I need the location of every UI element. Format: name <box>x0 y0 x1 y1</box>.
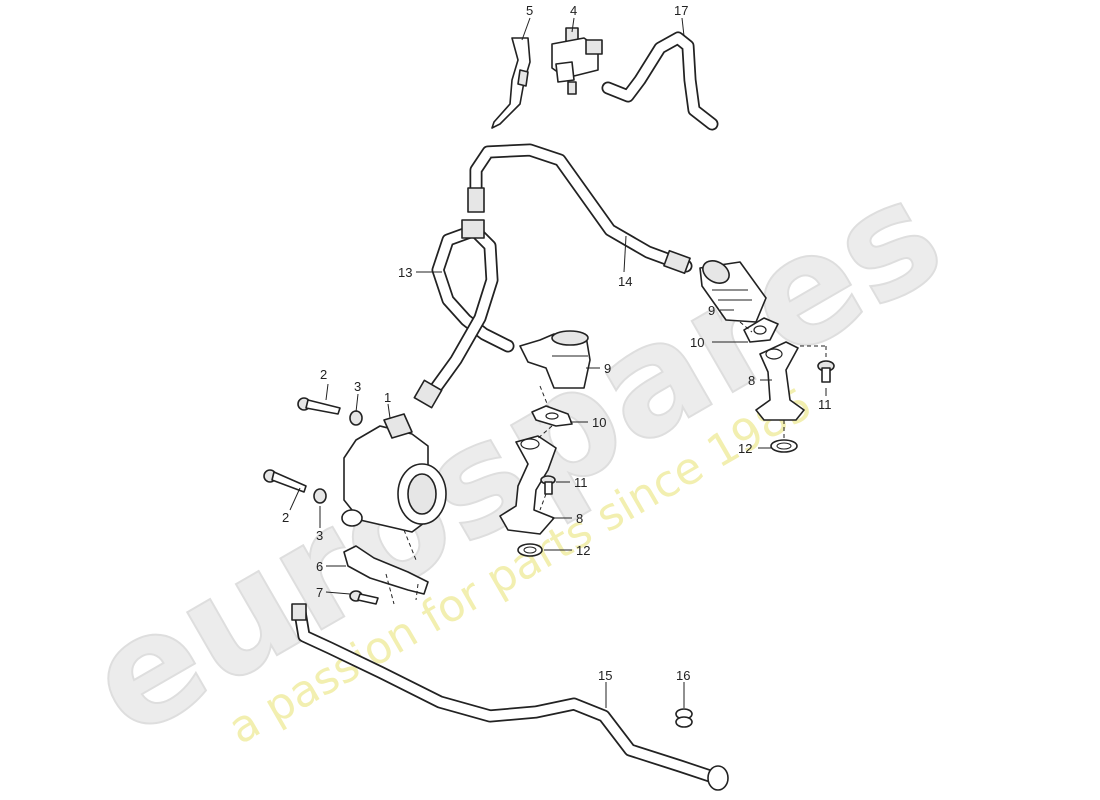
callout-17[interactable]: 17 <box>674 3 688 18</box>
callout-10b[interactable]: 10 <box>592 415 606 430</box>
callout-3a[interactable]: 3 <box>354 379 361 394</box>
callout-8a[interactable]: 8 <box>748 373 755 388</box>
assembly-lines <box>385 321 827 605</box>
callout-9b[interactable]: 9 <box>604 361 611 376</box>
callout-12a[interactable]: 12 <box>738 441 752 456</box>
callout-3b[interactable]: 3 <box>316 528 323 543</box>
part-13-hose[interactable] <box>413 219 515 409</box>
part-9-valve-center[interactable] <box>519 330 591 389</box>
callout-12b[interactable]: 12 <box>576 543 590 558</box>
callouts: 5 4 17 13 14 9 10 8 11 12 2 3 1 9 10 11 … <box>282 3 832 683</box>
leader-lines <box>289 17 827 708</box>
part-4-valve[interactable] <box>551 27 603 95</box>
part-3-washer-lower[interactable] <box>313 488 327 504</box>
callout-6[interactable]: 6 <box>316 559 323 574</box>
callout-4[interactable]: 4 <box>570 3 577 18</box>
callout-1[interactable]: 1 <box>384 390 391 405</box>
part-11-bolt-upper[interactable] <box>817 360 835 383</box>
callout-15[interactable]: 15 <box>598 668 612 683</box>
part-5-bracket[interactable] <box>491 37 531 129</box>
callout-13[interactable]: 13 <box>398 265 412 280</box>
callout-11b[interactable]: 11 <box>574 475 588 490</box>
callout-16[interactable]: 16 <box>676 668 690 683</box>
part-17-hose[interactable] <box>601 31 719 131</box>
part-3-washer-upper[interactable] <box>349 410 363 426</box>
callout-11a[interactable]: 11 <box>818 397 832 412</box>
callout-5[interactable]: 5 <box>526 3 533 18</box>
callout-14[interactable]: 14 <box>618 274 632 289</box>
part-6-bracket[interactable] <box>343 545 429 595</box>
part-8-pipe-upper[interactable] <box>755 341 805 421</box>
part-15-hose[interactable] <box>291 603 729 791</box>
part-9-valve-upper[interactable] <box>699 256 767 323</box>
part-12-seal-upper[interactable] <box>770 439 798 453</box>
part-2-bolt-upper[interactable] <box>297 397 341 415</box>
callout-2a[interactable]: 2 <box>320 367 327 382</box>
part-12-seal-center[interactable] <box>517 543 543 557</box>
watermark-brand: eurospares <box>61 146 969 771</box>
watermark: eurospares a passion for parts since 198… <box>60 145 970 772</box>
callout-8b[interactable]: 8 <box>576 511 583 526</box>
part-16-clamp[interactable] <box>675 708 693 728</box>
callout-10a[interactable]: 10 <box>690 335 704 350</box>
part-7-bolt[interactable] <box>349 590 379 605</box>
part-10-gasket-upper[interactable] <box>743 317 779 343</box>
callout-9a[interactable]: 9 <box>708 303 715 318</box>
part-14-hose[interactable] <box>467 143 693 275</box>
callout-2b[interactable]: 2 <box>282 510 289 525</box>
part-8-pipe-center[interactable] <box>499 435 557 535</box>
part-2-bolt-lower[interactable] <box>263 469 307 493</box>
part-10-gasket-center[interactable] <box>531 405 573 427</box>
part-11-bolt-center[interactable] <box>540 475 556 495</box>
callout-7[interactable]: 7 <box>316 585 323 600</box>
part-1-pump[interactable] <box>341 413 447 533</box>
